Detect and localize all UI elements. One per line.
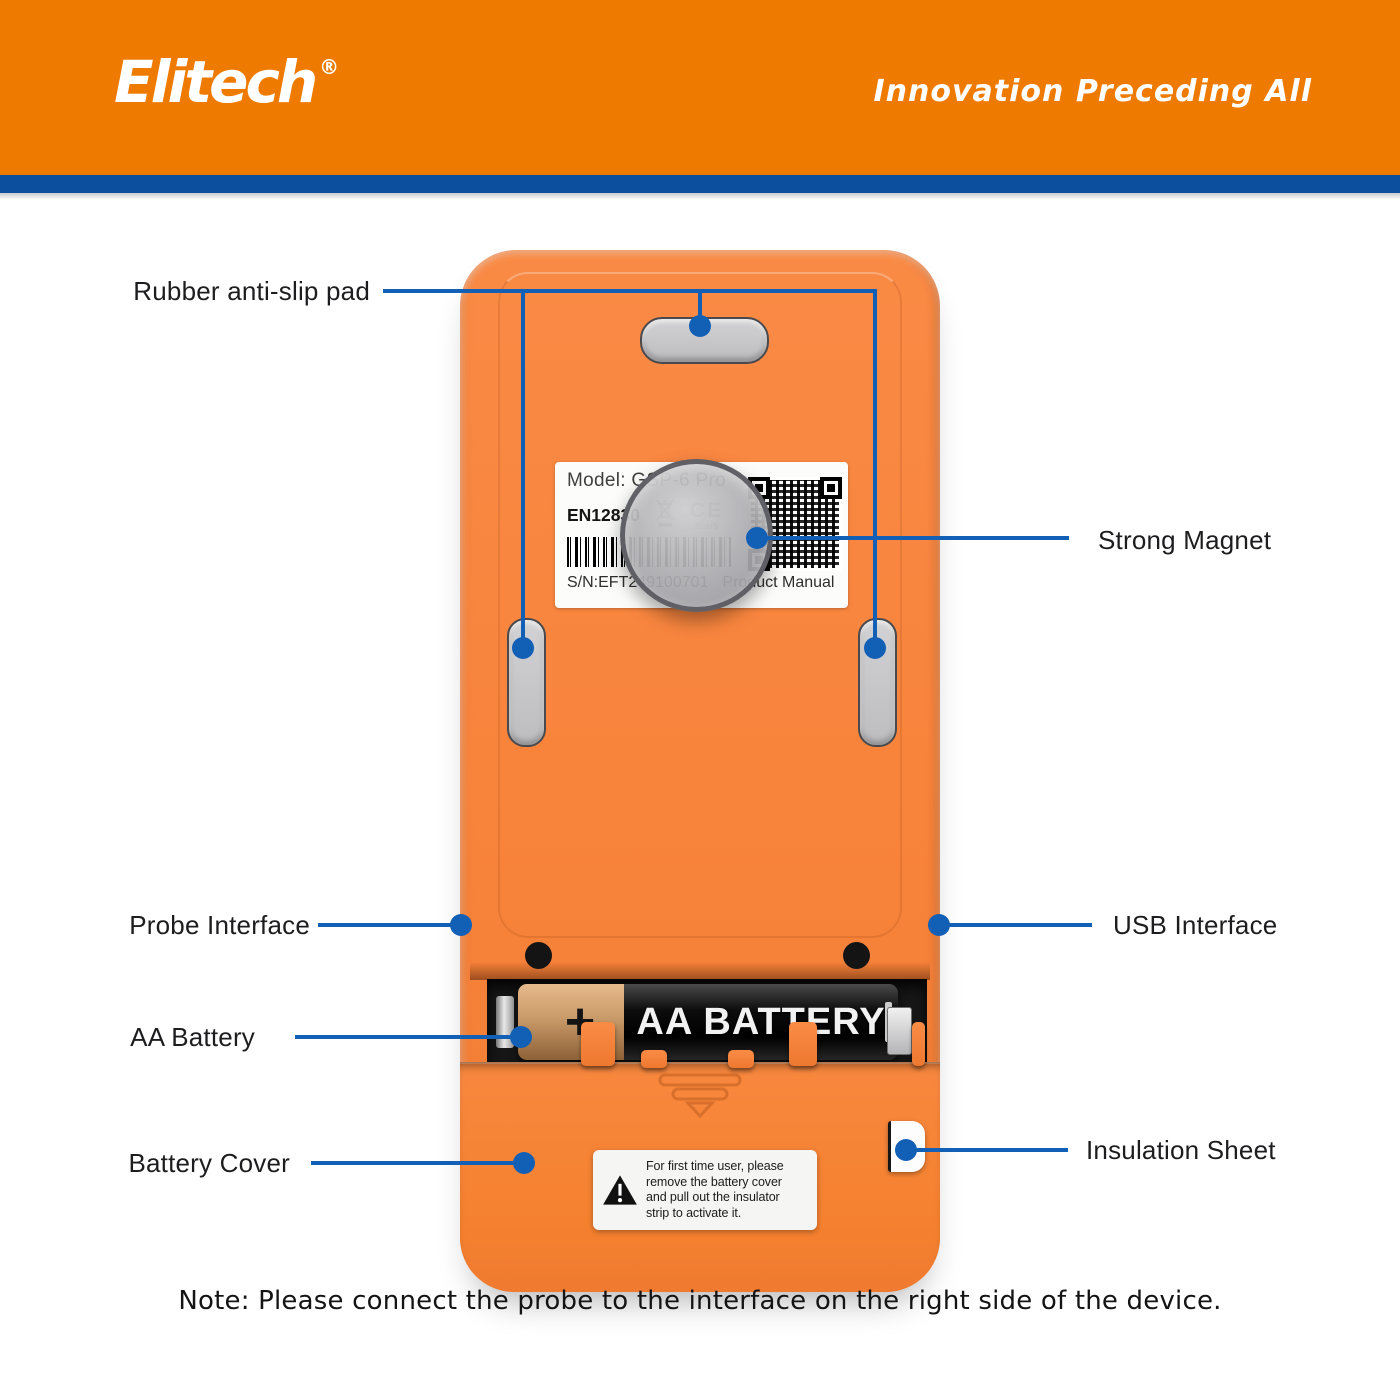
elitech-logo: Elitech® (114, 48, 339, 116)
label-battery-cover: Battery Cover (128, 1148, 290, 1178)
header-slogan: Innovation Preceding All (873, 74, 1312, 109)
battery-compartment: + AA BATTERY (487, 979, 927, 1064)
callout-dot (746, 527, 768, 549)
warning-line: remove the battery cover (646, 1174, 782, 1189)
callout-dot (928, 914, 950, 936)
callout-dot (513, 1152, 535, 1174)
battery-clip (728, 1050, 754, 1068)
warning-triangle-icon (603, 1175, 637, 1205)
battery-cover-panel: For first time user, please remove the b… (460, 1062, 940, 1292)
label-insulation-sheet: Insulation Sheet (1086, 1135, 1276, 1165)
warning-line: and pull out the insulator (646, 1190, 780, 1204)
warning-line: strip to activate it. (646, 1205, 742, 1220)
screw-hole-right (843, 942, 870, 969)
battery-label-text: AA BATTERY (636, 1000, 886, 1043)
callout-line-rubber-pad (383, 289, 877, 293)
callout-line-rubber-pad-top (698, 289, 702, 327)
header-divider-bar (0, 175, 1400, 193)
label-rubber-anti-slip-pad: Rubber anti-slip pad (133, 276, 370, 306)
screw-hole-left (525, 942, 552, 969)
back-panel-bevel (498, 272, 902, 938)
warning-line: For first time user, please (646, 1159, 784, 1173)
callout-line-probe-interface (318, 923, 456, 927)
callout-dot (512, 637, 534, 659)
battery-body: AA BATTERY (624, 984, 898, 1060)
callout-line-rubber-pad-right (873, 289, 877, 649)
callout-line-strong-magnet (757, 536, 1069, 540)
warning-sticker: For first time user, please remove the b… (593, 1150, 817, 1230)
callout-line-insulation-sheet (908, 1148, 1068, 1152)
battery-clip (912, 1022, 925, 1066)
header-banner: Elitech® Innovation Preceding All (0, 0, 1400, 175)
footer-note: Note: Please connect the probe to the in… (178, 1286, 1222, 1316)
callout-dot (450, 914, 472, 936)
battery-clip (581, 1022, 615, 1066)
elitech-logo-text: Elitech (114, 48, 318, 116)
usb-port (887, 1007, 912, 1055)
callout-dot (895, 1139, 917, 1161)
aa-battery-cell: + AA BATTERY (518, 984, 898, 1060)
callout-line-aa-battery (295, 1035, 517, 1039)
callout-line-rubber-pad-left (521, 289, 525, 649)
battery-clip (789, 1022, 817, 1066)
callout-line-usb-interface (945, 923, 1092, 927)
header-divider-shadow (0, 193, 1400, 200)
callout-dot (510, 1026, 532, 1048)
callout-line-battery-cover (311, 1161, 520, 1165)
callout-dot (864, 637, 886, 659)
label-usb-interface: USB Interface (1113, 910, 1278, 940)
label-aa-battery: AA Battery (130, 1022, 255, 1052)
warning-text: For first time user, please remove the b… (646, 1159, 784, 1221)
label-probe-interface: Probe Interface (129, 910, 310, 940)
battery-clip (641, 1050, 667, 1068)
panel-edge-shadow (470, 962, 930, 980)
label-strong-magnet: Strong Magnet (1098, 525, 1272, 555)
registered-mark: ® (319, 55, 340, 79)
cover-grip-chevrons-icon (658, 1073, 742, 1119)
callout-dot (689, 315, 711, 337)
qr-finder-pattern (820, 477, 842, 499)
device-back-view: Model: GSP-6 Pro EN12830 (460, 250, 940, 1292)
